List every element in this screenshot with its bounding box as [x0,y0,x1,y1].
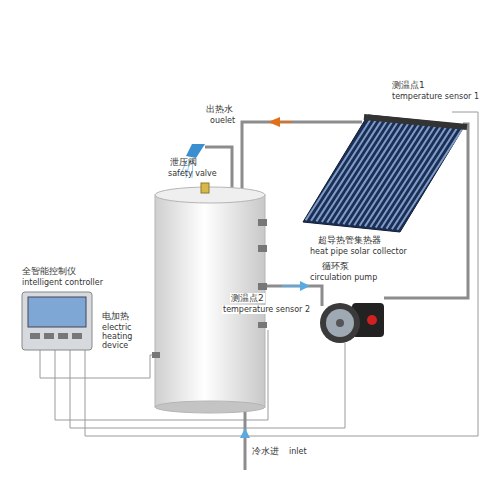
flow-arrow [300,281,310,291]
part-label: 出热水 [206,104,233,114]
return-pipe [264,286,322,306]
intelligent-controller [22,292,92,350]
part-label: electric heating device [102,323,156,351]
sensor1-wire [85,112,478,436]
collector-tube [387,128,452,229]
pump-knob [367,315,377,325]
circulation-pump [320,303,384,343]
part-label: temperature sensor 2 [222,305,311,314]
collector-tube [381,127,446,228]
heater-wire [40,350,158,378]
part-label: 泄压阀 [170,157,197,167]
tank-top [155,187,265,203]
inlet-arrow [240,428,250,438]
control-wires [40,112,478,436]
pipe-fitting [258,283,267,290]
pipe-fitting [258,219,267,226]
controller-case [22,292,92,350]
flow-arrow-shaft [282,285,300,287]
part-label: temperature sensor 1 [392,92,479,101]
flow-arrow [268,117,280,127]
collector-tube [397,129,462,230]
controller-button [72,333,82,339]
collector-header [364,117,467,127]
controller-screen [28,297,86,327]
part-label: 测温点2 [230,293,265,303]
tank-body [155,195,265,407]
pump-housing [320,303,360,343]
part-label: intelligent controller [22,278,103,287]
part-label: 循环泵 [322,261,349,271]
controller-button [58,333,68,339]
part-label: 电加热 [102,311,129,321]
part-label: heat pipe solar collector [310,247,407,256]
collector-tube [392,128,457,229]
solar-collector [303,115,467,232]
heater-fitting [152,352,160,358]
sensor-fitting [258,322,267,328]
part-label: 全智能控制仪 [22,266,76,276]
part-label: 冷水进 [252,446,279,456]
part-label: ouelet [210,116,235,125]
pipe-fitting [258,245,267,252]
part-label: safety valve [168,169,217,178]
flow-arrow-shaft [280,121,292,123]
controller-button [44,333,54,339]
pump-face [326,309,354,337]
inlet-pipe [244,408,247,470]
controller-button [30,333,40,339]
storage-tank [152,183,267,413]
part-label: 测温点1 [392,80,425,90]
part-label: inlet [289,447,307,456]
tank-bottom [155,401,265,413]
pump-hub [336,319,344,327]
shower-head-body [186,144,205,158]
collector-panel [303,115,465,232]
safety-valve [201,183,209,193]
part-label: circulation pump [310,273,377,282]
part-label: 超导热管集热器 [318,235,381,245]
